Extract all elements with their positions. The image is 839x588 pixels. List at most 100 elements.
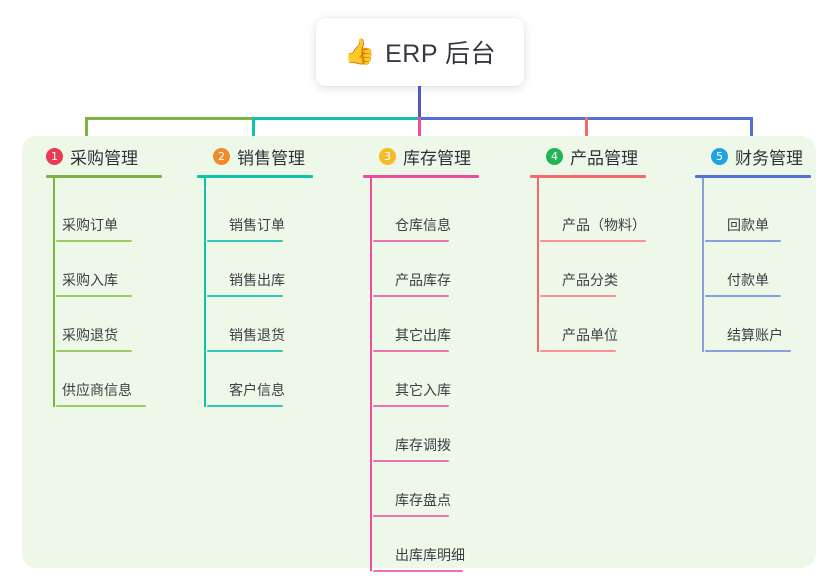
leaf-spine-sales bbox=[204, 178, 206, 407]
leaf-label: 其它出库 bbox=[395, 327, 451, 343]
branch-header-finance[interactable]: 5 财务管理 bbox=[695, 144, 839, 168]
branch-title-inventory: 库存管理 bbox=[403, 148, 471, 168]
leaf-item-purchase-return[interactable]: 采购退货 bbox=[54, 297, 190, 352]
drop-connector-col-3 bbox=[418, 117, 421, 147]
leaf-underline bbox=[705, 350, 791, 352]
leaf-label: 供应商信息 bbox=[62, 382, 132, 398]
leaf-label: 产品（物料） bbox=[562, 217, 646, 233]
branch-column-product: 4 产品管理 产品（物料） 产品分类 产品单位 bbox=[530, 144, 700, 352]
leaf-underline bbox=[373, 460, 449, 462]
leaf-label: 仓库信息 bbox=[395, 217, 451, 233]
branch-badge-2: 2 bbox=[213, 147, 230, 165]
leaf-item-payment-voucher[interactable]: 付款单 bbox=[705, 242, 839, 297]
leaf-item-sales-outbound[interactable]: 销售出库 bbox=[207, 242, 357, 297]
leaf-underline bbox=[540, 350, 616, 352]
root-stem-connector bbox=[418, 86, 421, 118]
leaf-label: 回款单 bbox=[727, 217, 769, 233]
leaf-item-product-unit[interactable]: 产品单位 bbox=[540, 297, 700, 352]
branch-underline-finance bbox=[695, 175, 811, 178]
branch-underline-sales bbox=[197, 175, 313, 178]
branch-column-purchasing: 1 采购管理 采购订单 采购入库 采购退货 供应商信息 bbox=[30, 144, 190, 407]
leaf-underline bbox=[540, 240, 646, 242]
branch-badge-5: 5 bbox=[711, 147, 728, 165]
branch-header-inventory[interactable]: 3 库存管理 bbox=[363, 144, 533, 168]
leaf-item-product-material[interactable]: 产品（物料） bbox=[540, 187, 700, 242]
leaf-item-receipt-voucher[interactable]: 回款单 bbox=[705, 187, 839, 242]
bus-bar-segment-green bbox=[85, 117, 255, 120]
leaf-group-purchasing: 采购订单 采购入库 采购退货 供应商信息 bbox=[30, 178, 190, 407]
leaf-item-stock-count[interactable]: 库存盘点 bbox=[373, 462, 533, 517]
leaf-underline bbox=[540, 295, 616, 297]
leaf-underline bbox=[56, 405, 146, 407]
branch-title-sales: 销售管理 bbox=[237, 148, 305, 168]
leaf-item-other-inbound[interactable]: 其它入库 bbox=[373, 352, 533, 407]
branch-header-product[interactable]: 4 产品管理 bbox=[530, 144, 700, 168]
leaf-label: 库存盘点 bbox=[395, 492, 451, 508]
leaf-underline bbox=[705, 295, 781, 297]
branch-column-finance: 5 财务管理 回款单 付款单 结算账户 bbox=[695, 144, 839, 352]
content-panel bbox=[22, 136, 816, 568]
branch-title-finance: 财务管理 bbox=[735, 148, 803, 168]
leaf-underline bbox=[373, 405, 449, 407]
leaf-item-other-outbound[interactable]: 其它出库 bbox=[373, 297, 533, 352]
leaf-underline bbox=[373, 295, 449, 297]
leaf-underline bbox=[705, 240, 781, 242]
leaf-label: 产品分类 bbox=[562, 272, 618, 288]
leaf-spine-finance bbox=[702, 178, 704, 352]
drop-connector-col-4 bbox=[585, 117, 588, 147]
leaf-underline bbox=[56, 295, 132, 297]
leaf-underline bbox=[207, 405, 283, 407]
leaf-group-inventory: 仓库信息 产品库存 其它出库 其它入库 库存调拨 库存盘点 bbox=[363, 178, 533, 572]
leaf-item-outbound-detail[interactable]: 出库库明细 bbox=[373, 517, 533, 572]
branch-header-sales[interactable]: 2 销售管理 bbox=[197, 144, 357, 168]
leaf-item-warehouse-info[interactable]: 仓库信息 bbox=[373, 187, 533, 242]
leaf-spine-product bbox=[537, 178, 539, 352]
leaf-underline bbox=[373, 515, 449, 517]
drop-connector-col-1 bbox=[85, 117, 88, 147]
leaf-label: 库存调拨 bbox=[395, 437, 451, 453]
leaf-underline bbox=[373, 570, 463, 572]
leaf-item-settlement-account[interactable]: 结算账户 bbox=[705, 297, 839, 352]
leaf-item-stock-transfer[interactable]: 库存调拨 bbox=[373, 407, 533, 462]
thumbs-up-icon: 👍 bbox=[343, 37, 376, 66]
branch-badge-3: 3 bbox=[379, 147, 396, 165]
leaf-group-product: 产品（物料） 产品分类 产品单位 bbox=[530, 178, 700, 352]
drop-connector-col-2 bbox=[252, 117, 255, 147]
drop-connector-col-5 bbox=[750, 117, 753, 147]
branch-header-purchasing[interactable]: 1 采购管理 bbox=[30, 144, 190, 168]
leaf-underline bbox=[207, 350, 283, 352]
leaf-label: 销售订单 bbox=[229, 217, 285, 233]
leaf-item-purchase-inbound[interactable]: 采购入库 bbox=[54, 242, 190, 297]
leaf-item-product-category[interactable]: 产品分类 bbox=[540, 242, 700, 297]
leaf-item-sales-return[interactable]: 销售退货 bbox=[207, 297, 357, 352]
leaf-label: 付款单 bbox=[727, 272, 769, 288]
bus-bar-segment-teal bbox=[253, 117, 421, 120]
leaf-underline bbox=[207, 295, 283, 297]
leaf-item-supplier-info[interactable]: 供应商信息 bbox=[54, 352, 190, 407]
branch-underline-product bbox=[530, 175, 646, 178]
leaf-spine-inventory bbox=[370, 178, 372, 571]
leaf-item-customer-info[interactable]: 客户信息 bbox=[207, 352, 357, 407]
leaf-underline bbox=[373, 240, 449, 242]
root-node-title: ERP 后台 bbox=[385, 40, 497, 68]
leaf-label: 结算账户 bbox=[727, 327, 783, 343]
leaf-item-product-stock[interactable]: 产品库存 bbox=[373, 242, 533, 297]
leaf-item-purchase-order[interactable]: 采购订单 bbox=[54, 187, 190, 242]
branch-underline-purchasing bbox=[46, 175, 162, 178]
leaf-label: 采购订单 bbox=[62, 217, 118, 233]
leaf-label: 采购退货 bbox=[62, 327, 118, 343]
leaf-spine-purchasing bbox=[53, 178, 55, 407]
leaf-label: 其它入库 bbox=[395, 382, 451, 398]
leaf-label: 销售退货 bbox=[229, 327, 285, 343]
leaf-item-sales-order[interactable]: 销售订单 bbox=[207, 187, 357, 242]
root-node-erp-backend[interactable]: 👍 ERP 后台 bbox=[316, 18, 524, 86]
leaf-underline bbox=[56, 350, 132, 352]
leaf-underline bbox=[207, 240, 283, 242]
leaf-underline bbox=[373, 350, 449, 352]
branch-underline-inventory bbox=[363, 175, 479, 178]
branch-title-product: 产品管理 bbox=[570, 148, 638, 168]
branch-badge-4: 4 bbox=[546, 147, 563, 165]
branch-column-sales: 2 销售管理 销售订单 销售出库 销售退货 客户信息 bbox=[197, 144, 357, 407]
leaf-label: 产品单位 bbox=[562, 327, 618, 343]
